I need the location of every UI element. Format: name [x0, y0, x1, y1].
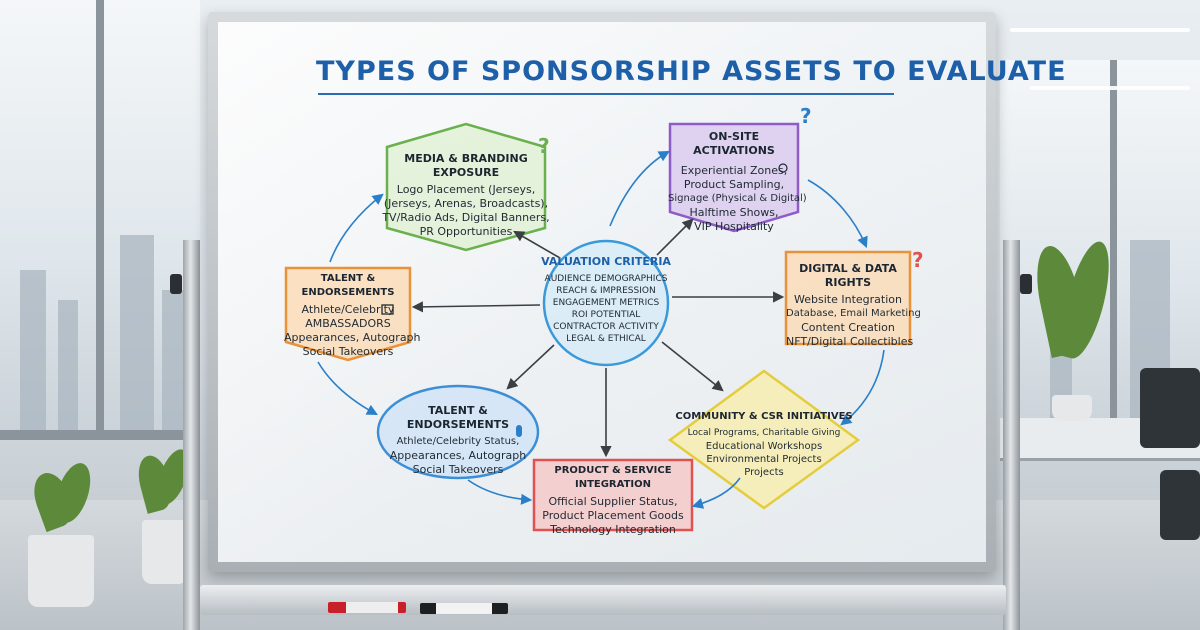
window-mullion — [0, 430, 200, 440]
center-node-line: LEGAL & ETHICAL — [566, 334, 646, 344]
talent-top-node: TALENT & ENDORSEMENTS Athlete/Celebrity … — [284, 272, 421, 359]
stand-knob-left — [170, 274, 182, 294]
talent-top-node-line: Athlete/Celebrity — [301, 303, 395, 316]
cycle-arrow — [691, 477, 741, 509]
talent-bottom-node-line: Athlete/Celebrity Status, — [396, 436, 520, 447]
ceiling-light — [1030, 86, 1190, 90]
center-node-line: ENGAGEMENT METRICS — [552, 298, 660, 308]
center-node-line: ROI POTENTIAL — [571, 310, 641, 320]
red-marker[interactable] — [328, 602, 406, 613]
onsite-node-line: Signage (Physical & Digital) — [668, 193, 807, 204]
office-chair — [1140, 368, 1200, 448]
onsite-node: ON-SITE ACTIVATIONS Experiential Zones, … — [668, 130, 807, 234]
media-node-shape — [385, 122, 547, 252]
center-node-line: CONTRACTOR ACTIVITY — [553, 322, 659, 332]
question-mark-icon: ? — [800, 104, 812, 128]
digital-node-title: DIGITAL & DATA RIGHTS — [799, 262, 897, 289]
arrow-to-onsite — [656, 218, 694, 256]
diagram-title: TYPES OF SPONSORSHIP ASSETS TO EVALUATE — [316, 56, 1067, 87]
cycle-arrow — [329, 193, 384, 263]
onsite-node-title: ON-SITE ACTIVATIONS — [693, 130, 775, 157]
cycle-arrow — [609, 150, 670, 227]
cycle-arrow — [840, 349, 885, 426]
digital-node-shape — [784, 250, 912, 346]
arrow-to-community — [661, 341, 724, 392]
talent-top-node-line: AMBASSADORS — [305, 317, 391, 330]
center-node: VALUATION CRITERIA AUDIENCE DEMOGRAPHICS… — [538, 256, 674, 345]
onsite-node-shape — [668, 122, 800, 233]
talent-bottom-node-shape — [376, 384, 540, 480]
arrow-to-media — [513, 230, 561, 259]
plant-pot — [1052, 395, 1092, 421]
community-node-title: COMMUNITY & CSR INITIATIVES — [675, 411, 853, 422]
black-marker[interactable] — [420, 603, 508, 614]
center-node-title: VALUATION CRITERIA — [541, 255, 671, 268]
microphone-icon — [516, 425, 522, 437]
window-mullion — [1110, 60, 1117, 440]
media-node-line: PR Opportunities — [419, 225, 513, 238]
talent-top-node-line: Appearances, Autograph — [284, 331, 421, 344]
community-node-shape — [667, 369, 861, 510]
digital-node-line: Content Creation — [801, 321, 895, 334]
stand-knob-right — [1020, 274, 1032, 294]
onsite-node-line: Product Sampling, — [683, 178, 785, 191]
talent-top-node-title: TALENT & ENDORSEMENTS — [301, 273, 395, 298]
talent-bottom-node-line: Appearances, Autograph — [389, 449, 527, 462]
cycle-arrow — [807, 179, 868, 249]
media-node-title: MEDIA & BRANDING EXPOSURE — [404, 152, 528, 179]
onsite-node-line: VIP Hospitality — [694, 220, 774, 233]
id-card-icon — [381, 304, 394, 315]
cycle-arrow — [467, 479, 533, 505]
center-node-line: REACH & IMPRESSION — [556, 286, 656, 296]
digital-node-line: Database, Email Marketing — [786, 308, 921, 319]
product-node-line: Product Placement Goods — [542, 509, 684, 522]
skyline-building — [20, 270, 46, 440]
product-node: PRODUCT & SERVICE INTEGRATION Official S… — [534, 464, 692, 537]
media-node-line: (Jerseys, Arenas, Broadcasts), — [383, 197, 549, 210]
media-node: MEDIA & BRANDING EXPOSURE Logo Placement… — [382, 152, 550, 239]
onsite-node-line: Halftime Shows, — [689, 206, 779, 219]
cycle-arrow — [317, 361, 378, 416]
skyline-building — [58, 300, 78, 440]
target-icon — [778, 163, 788, 173]
media-node-line: TV/Radio Ads, Digital Banners, — [382, 211, 550, 224]
talent-top-node-line: Social Takeovers — [302, 345, 394, 358]
community-node: COMMUNITY & CSR INITIATIVES Local Progra… — [664, 410, 864, 479]
arrow-to-talent-bottom — [506, 344, 555, 390]
product-node-shape — [532, 458, 694, 532]
talent-bottom-node-title: TALENT & ENDORSEMENTS — [406, 404, 510, 431]
product-node-line: Technology Integration — [550, 523, 676, 536]
plant-pot — [142, 520, 188, 584]
onsite-node-line: Experiential Zones, — [680, 164, 788, 177]
office-chair — [1160, 470, 1200, 540]
plant-pot — [28, 535, 94, 607]
media-node-line: Logo Placement (Jerseys, — [396, 183, 536, 196]
question-mark-icon: ? — [538, 134, 550, 158]
product-node-title: PRODUCT & SERVICE INTEGRATION — [554, 465, 672, 490]
window-mullion — [96, 0, 104, 440]
ceiling-light — [1010, 28, 1190, 32]
skyline-building — [162, 290, 186, 440]
product-node-line: Official Supplier Status, — [548, 495, 678, 508]
talent-top-node-shape — [284, 266, 412, 362]
digital-node: DIGITAL & DATA RIGHTS Website Integratio… — [786, 262, 921, 349]
talent-bottom-node-line: Social Takeovers — [412, 463, 504, 476]
talent-bottom-node: TALENT & ENDORSEMENTS Athlete/Celebrity … — [380, 404, 536, 477]
title-underline — [318, 93, 894, 95]
arrow-to-talent-top — [411, 301, 541, 313]
skyline-building — [120, 235, 154, 440]
question-mark-icon: ? — [912, 248, 924, 272]
center-node-shape — [542, 239, 670, 367]
digital-node-line: NFT/Digital Collectibles — [786, 335, 914, 348]
center-node-line: AUDIENCE DEMOGRAPHICS — [544, 274, 668, 284]
stand-post-left — [183, 240, 200, 630]
community-node-line: Projects — [744, 467, 784, 478]
community-node-line: Educational Workshops — [705, 441, 823, 452]
community-node-line: Local Programs, Charitable Giving — [687, 428, 841, 438]
stand-post-right — [1003, 240, 1020, 630]
digital-node-line: Website Integration — [794, 293, 902, 306]
community-node-line: Environmental Projects — [706, 454, 822, 465]
